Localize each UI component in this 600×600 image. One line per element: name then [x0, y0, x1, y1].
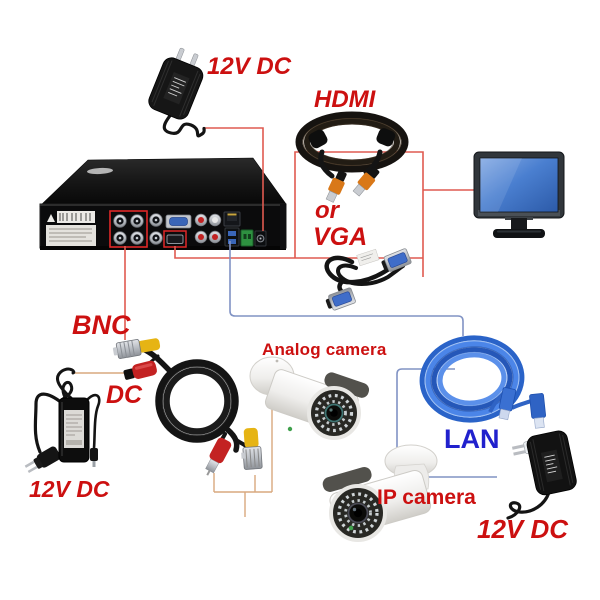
ir-led-ring [337, 492, 379, 534]
rj45-plug [498, 387, 517, 421]
lan-cable [419, 335, 546, 429]
line-bnc-to-analog-camera [213, 397, 273, 517]
hdmi-port [166, 234, 184, 244]
bnc-port [149, 231, 163, 245]
vga-plug [325, 287, 356, 311]
camera-sunshade [322, 467, 372, 492]
dvr-logo [87, 167, 113, 175]
dc-power-jack-female [123, 360, 157, 380]
rj45-plug [529, 393, 546, 429]
connector-lines [73, 127, 497, 517]
bnc-port [113, 214, 127, 228]
label-analog-camera: Analog camera [262, 340, 387, 359]
warning-icon [47, 214, 55, 222]
status-led [348, 525, 354, 531]
hdmi-plug [352, 166, 380, 197]
label-lan: LAN [444, 424, 500, 454]
monitor-screen [479, 157, 559, 213]
adapter-label [163, 72, 190, 105]
dvr-spec-sticker [46, 225, 96, 246]
dc-power-plug-male [205, 437, 232, 476]
line-video-box [294, 151, 424, 277]
alarm-terminal [240, 229, 254, 247]
power-adapter-top [148, 47, 206, 138]
plug-prong [511, 444, 525, 450]
ir-led-ring [314, 393, 354, 433]
label-dc: DC [106, 381, 143, 409]
ip-camera [322, 444, 438, 542]
bnc-video-power-cable [112, 338, 263, 476]
plug-prong [513, 450, 526, 456]
camera-sunshade [324, 372, 370, 398]
dvr [39, 157, 287, 250]
label-hdmi: HDMI [314, 86, 376, 113]
bnc-port [113, 231, 127, 245]
bnc-connector [112, 338, 161, 359]
ferrite-bead [308, 129, 328, 149]
line-power-to-dvr [204, 127, 264, 231]
label-or: or [315, 197, 339, 224]
ferrite-bead [376, 128, 396, 147]
monitor [473, 151, 565, 238]
video-in-highlight-box [109, 210, 148, 248]
status-led [287, 426, 293, 432]
label-vga: VGA [313, 223, 368, 251]
power-adapter-left [24, 367, 101, 474]
bnc-port [149, 213, 163, 227]
monitor-base [493, 229, 545, 238]
bnc-port [130, 214, 144, 228]
label-bnc: BNC [72, 310, 131, 340]
label-12v-dc-top: 12V DC [207, 53, 292, 80]
vga-plug [381, 248, 412, 272]
label-12v-dc-right: 12V DC [477, 514, 569, 544]
bnc-connector [241, 427, 263, 470]
vga-cable [324, 248, 412, 311]
dc-connector [90, 448, 98, 461]
dvr-top-face [39, 157, 287, 207]
bnc-port [130, 231, 144, 245]
analog-camera [249, 356, 370, 440]
adapter-label [540, 449, 563, 483]
mains-plug [24, 446, 61, 474]
cable-label-tag [356, 248, 380, 267]
label-ip-camera: IP camera [377, 486, 476, 509]
line-dvr-to-lan-cable [229, 241, 464, 336]
hdmi-cable [295, 111, 409, 203]
power-adapter-right [506, 430, 577, 520]
adapter-label [64, 410, 84, 448]
monitor-stand [511, 218, 527, 231]
label-12v-dc-left: 12V DC [29, 476, 110, 502]
hdmi-plug [325, 170, 347, 203]
